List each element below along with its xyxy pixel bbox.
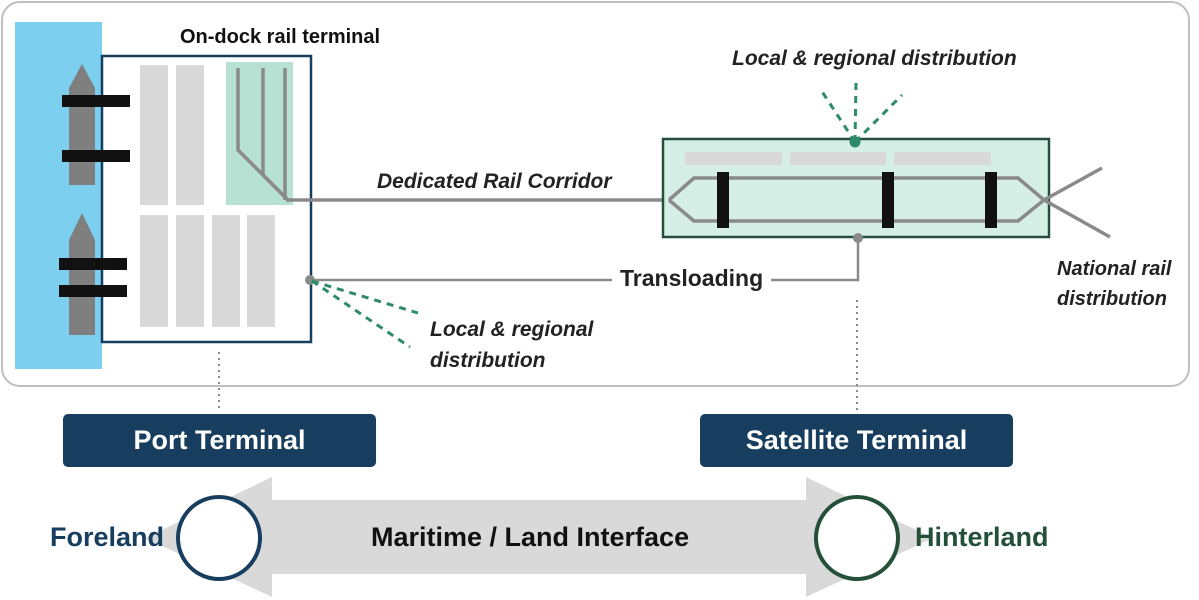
hinterland-circle: [814, 495, 900, 581]
gantry-bar: [985, 172, 997, 228]
local-distribution-top-node: [849, 136, 861, 148]
interface-double-arrow: [145, 477, 933, 597]
port-terminal-label: Port Terminal: [133, 425, 306, 455]
crane-bar: [62, 150, 130, 162]
on-dock-rail-tracks: [236, 68, 290, 202]
port-terminal-badge: Port Terminal: [63, 414, 376, 467]
hinterland-label: Hinterland: [915, 522, 1049, 552]
local-distribution-top-label: Local & regional distribution: [732, 47, 1017, 70]
dedicated-rail-corridor-label: Dedicated Rail Corridor: [377, 170, 612, 193]
yard-block: [176, 215, 204, 327]
local-distribution-bottom-fan: [311, 279, 419, 349]
national-line2: distribution: [1057, 288, 1167, 310]
local-distribution-top-fan: [819, 81, 904, 144]
ship-icon: [69, 213, 95, 335]
transloading-label: Transloading: [612, 265, 772, 292]
on-dock-rail-area: [226, 62, 293, 205]
yard-block: [247, 215, 275, 327]
yard-block: [140, 215, 168, 327]
foreland-label: Foreland: [50, 522, 165, 552]
satellite-yard-strip: [894, 152, 991, 165]
transloading-node-satellite: [853, 233, 863, 243]
transloading-line: [310, 238, 860, 282]
gantry-bar: [717, 172, 729, 228]
satellite-terminal-badge: Satellite Terminal: [700, 414, 1013, 467]
satellite-rail-tracks: [667, 166, 1111, 239]
local-distribution-bottom-label: Local & regional distribution: [430, 314, 593, 376]
local-distribution-bottom-line2: distribution: [430, 349, 546, 372]
yard-block: [212, 215, 240, 327]
yard-block: [176, 65, 204, 205]
ship-icon: [69, 64, 95, 185]
gantry-bar: [882, 172, 894, 228]
satellite-yard-strip: [790, 152, 886, 165]
crane-bar: [62, 95, 130, 107]
national-rail-distribution-label: National rail distribution: [1057, 254, 1171, 314]
maritime-land-interface-label: Maritime / Land Interface: [371, 522, 690, 552]
local-distribution-bottom-line1: Local & regional: [430, 318, 594, 341]
yard-block: [140, 65, 168, 205]
on-dock-rail-terminal-label: On-dock rail terminal: [180, 26, 381, 48]
national-line1: National rail: [1057, 258, 1172, 280]
crane-bar: [59, 258, 127, 270]
foreland-circle: [176, 495, 262, 581]
satellite-terminal-label: Satellite Terminal: [745, 425, 968, 455]
crane-bar: [59, 285, 127, 297]
satellite-yard-strip: [685, 152, 782, 165]
